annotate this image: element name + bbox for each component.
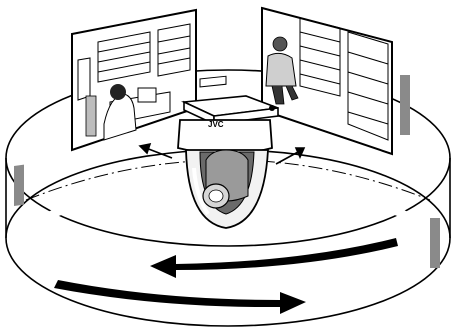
ring-shade-left <box>14 165 24 206</box>
ring-shade-right-top <box>400 75 410 135</box>
scene-panel-right <box>262 8 392 154</box>
scene-panel-left <box>72 10 196 150</box>
camera-brand-logo: JVC <box>208 120 224 129</box>
ring-shade-right-bottom <box>430 218 440 268</box>
rotation-arrows <box>54 238 398 314</box>
rotation-arrow-right <box>54 280 306 314</box>
